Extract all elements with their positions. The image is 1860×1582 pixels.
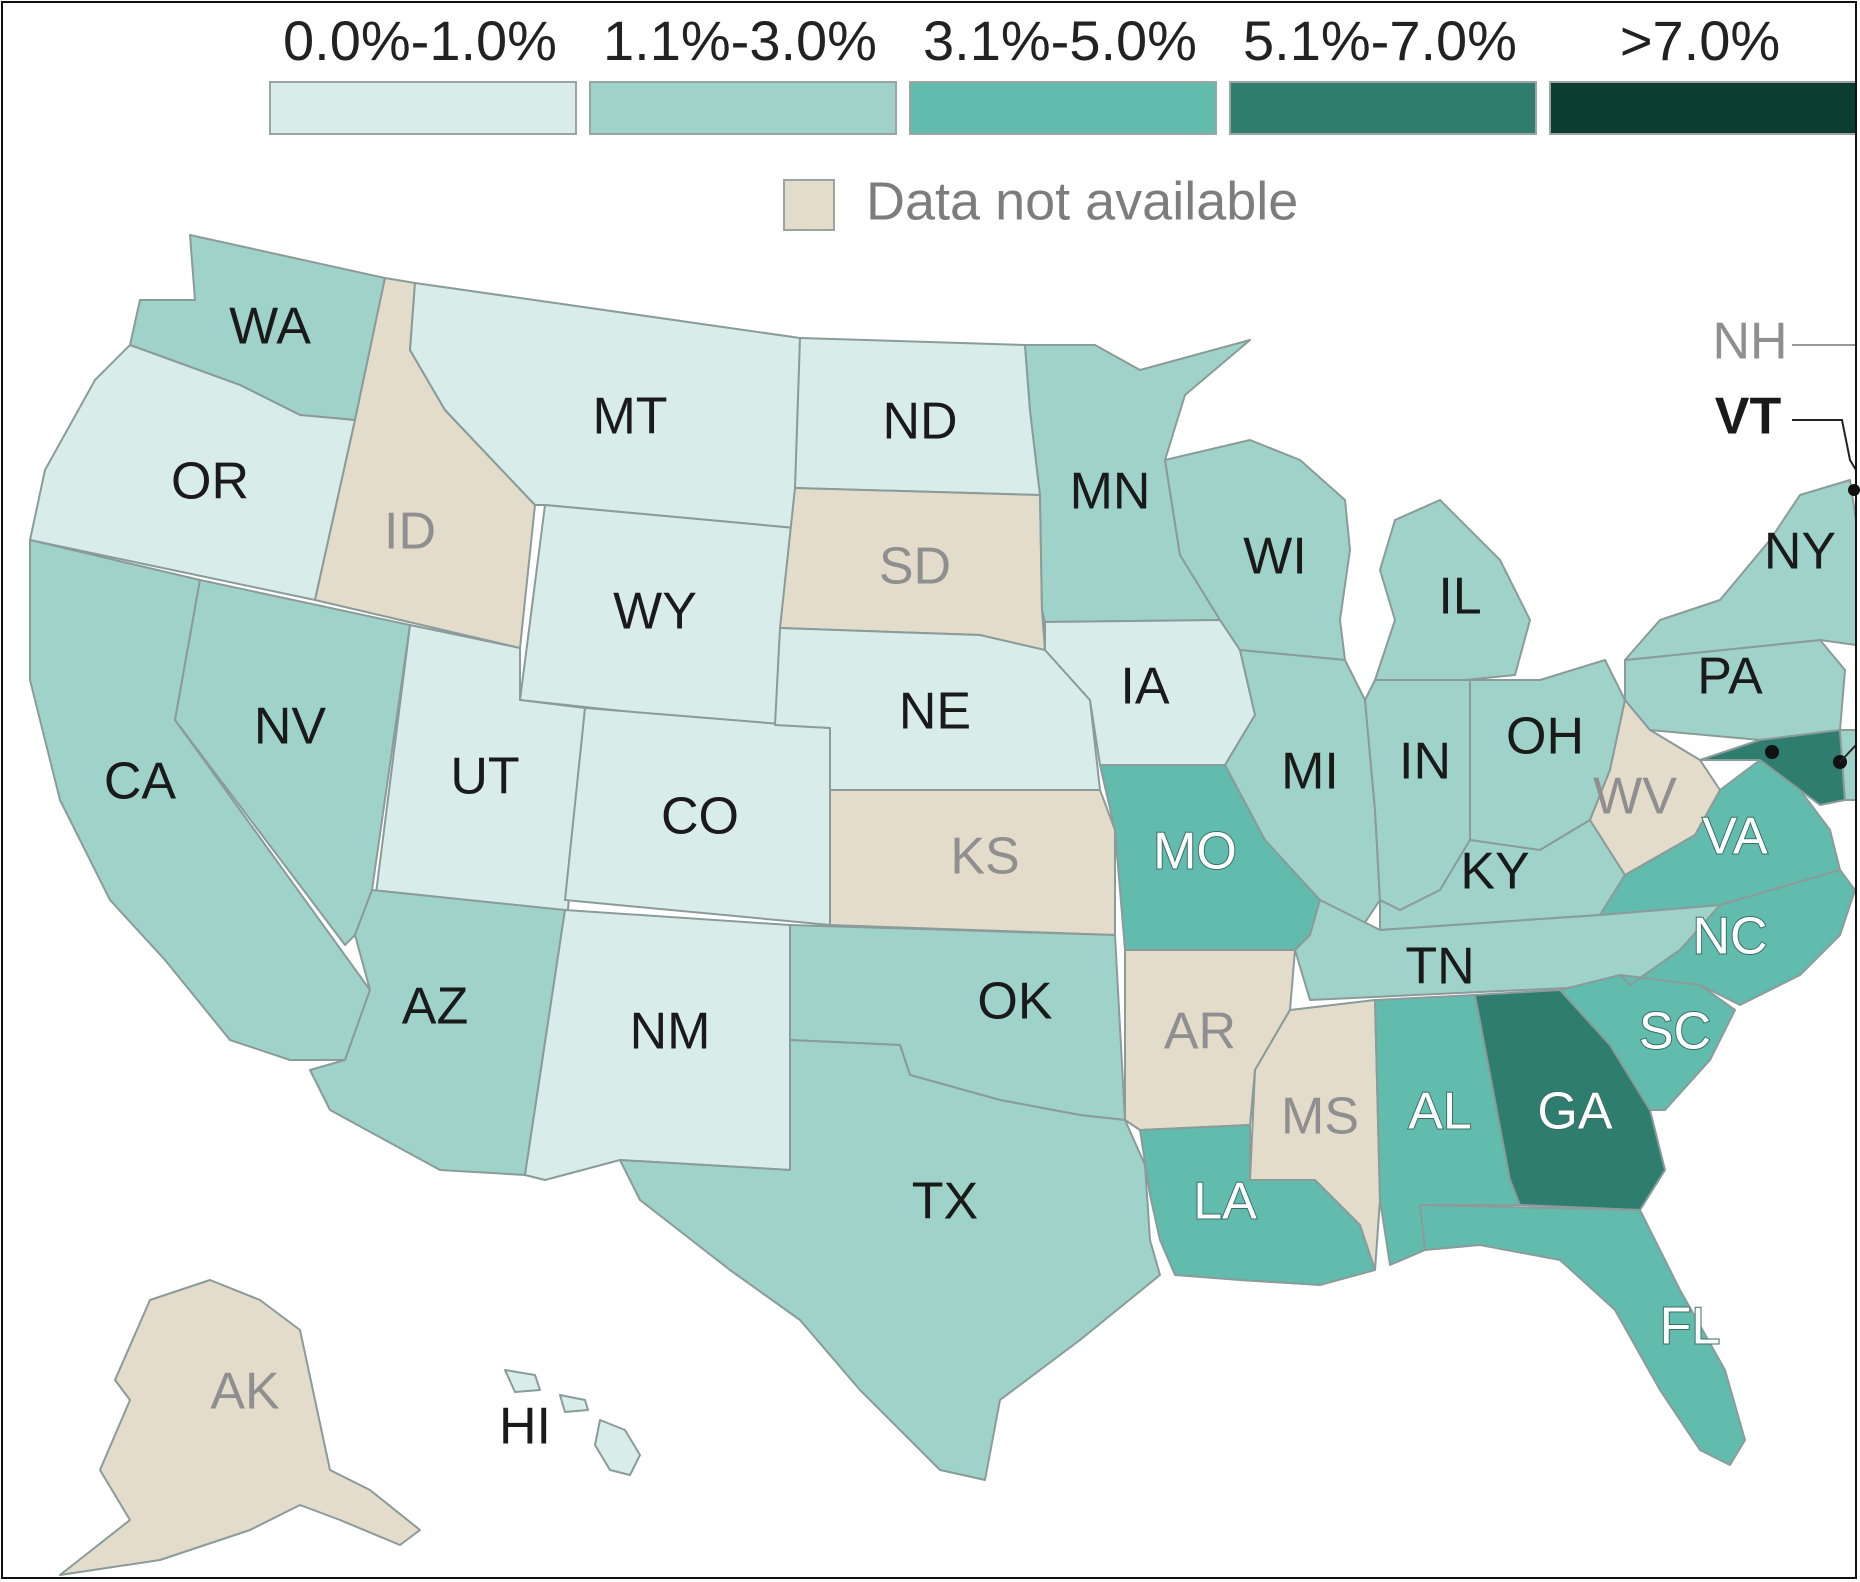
label-UT: UT	[450, 748, 519, 806]
label-ID: ID	[384, 503, 436, 561]
label-MN: MN	[1070, 463, 1151, 521]
dc-callout-dot	[1765, 745, 1779, 759]
northeast-callouts	[1765, 344, 1860, 769]
label-AZ: AZ	[402, 978, 468, 1036]
legend-swatch-0	[269, 81, 577, 135]
state-MI	[1374, 499, 1531, 681]
label-MO: MO	[1153, 823, 1237, 881]
state-HI	[504, 1369, 641, 1476]
label-SD: SD	[879, 538, 951, 596]
vt-callout-line	[1792, 419, 1857, 471]
state-AR	[1124, 949, 1296, 1131]
legend-label-2: 3.1%-5.0%	[923, 9, 1197, 72]
label-MI: IL	[1438, 568, 1481, 626]
legend-label-1: 1.1%-3.0%	[603, 9, 877, 72]
label-WI: WI	[1243, 528, 1307, 586]
label-MS: MS	[1281, 1088, 1359, 1146]
label-IN: IN	[1399, 733, 1451, 791]
legend-label-0: 0.0%-1.0%	[283, 9, 557, 72]
label-CA: CA	[104, 753, 177, 811]
de-callout-line	[1839, 744, 1857, 763]
label-OK: OK	[977, 973, 1052, 1031]
legend-swatch-na	[783, 179, 835, 231]
label-FL: FL	[1660, 1298, 1721, 1356]
label-NE: NE	[899, 683, 971, 741]
legend-label-4: >7.0%	[1620, 9, 1780, 72]
label-IA: IA	[1120, 658, 1169, 716]
label-OH: OH	[1506, 708, 1584, 766]
label-GA: GA	[1537, 1083, 1612, 1141]
label-PA: PA	[1697, 648, 1763, 706]
legend-swatch-2	[909, 81, 1217, 135]
legend-swatch-1	[589, 81, 897, 135]
label-MT: MT	[592, 388, 667, 446]
label-WA: WA	[229, 298, 311, 356]
label-HI: HI	[499, 1398, 551, 1456]
label-ND: ND	[882, 393, 957, 451]
label-VT: VT	[1715, 388, 1782, 446]
label-WV: WV	[1593, 768, 1677, 826]
label-NC: NC	[1692, 908, 1767, 966]
label-IL: MI	[1281, 743, 1339, 801]
label-NY: NY	[1764, 523, 1836, 581]
label-VA: VA	[1702, 808, 1768, 866]
label-NH: NH	[1712, 313, 1787, 371]
label-KY: KY	[1460, 843, 1529, 901]
legend-swatch-3	[1229, 81, 1537, 135]
label-OR: OR	[171, 453, 249, 511]
legend-swatch-4	[1549, 81, 1857, 135]
state-AK	[59, 1279, 421, 1576]
label-AK: AK	[210, 1363, 280, 1421]
label-AL: AL	[1408, 1083, 1472, 1141]
label-TX: TX	[912, 1173, 978, 1231]
label-SC: SC	[1639, 1003, 1711, 1061]
label-CO: CO	[661, 788, 739, 846]
state-MD	[1699, 729, 1846, 806]
label-LA: LA	[1193, 1173, 1257, 1231]
state-TX	[619, 1039, 1161, 1481]
legend-label-na: Data not available	[866, 171, 1298, 231]
label-NV: NV	[254, 698, 327, 756]
legend-label-3: 5.1%-7.0%	[1243, 9, 1517, 72]
state-WI	[1164, 439, 1351, 661]
label-KS: KS	[950, 828, 1019, 886]
label-TN: TN	[1405, 938, 1474, 996]
label-WY: WY	[613, 583, 697, 641]
states-layer	[29, 234, 1857, 1576]
state-NC	[1619, 869, 1856, 1006]
vt-callout-dot	[1848, 484, 1860, 496]
label-NM: NM	[630, 1003, 711, 1061]
state-FL	[1419, 1204, 1746, 1466]
state-labels: WA OR CA ID NV MT WY UT AZ CO NM ND SD N…	[104, 298, 1836, 1456]
state-NY	[1624, 479, 1857, 661]
legend: 0.0%-1.0% 1.1%-3.0% 3.1%-5.0% 5.1%-7.0% …	[269, 9, 1857, 231]
label-AR: AR	[1164, 1003, 1236, 1061]
state-KS	[829, 789, 1116, 936]
